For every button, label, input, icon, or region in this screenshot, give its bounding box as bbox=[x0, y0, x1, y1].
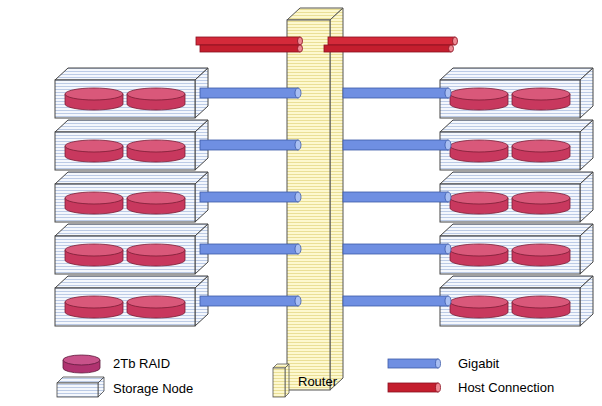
legend-icons bbox=[57, 355, 441, 397]
legend-label: Router bbox=[298, 374, 337, 390]
gigabit-icon bbox=[388, 359, 441, 368]
storage-node-icon bbox=[57, 377, 104, 397]
storage-node bbox=[55, 276, 208, 326]
legend-label: 2Tb RAID bbox=[113, 356, 170, 372]
storage-node bbox=[440, 120, 593, 170]
gigabit-links bbox=[200, 88, 451, 306]
legend-label: Gigabit bbox=[458, 356, 499, 372]
legend-label: Host Connection bbox=[458, 380, 554, 396]
router bbox=[287, 8, 343, 390]
storage-node bbox=[55, 224, 208, 274]
storage-node bbox=[55, 120, 208, 170]
storage-nodes bbox=[55, 68, 593, 326]
host-connections bbox=[196, 37, 458, 52]
storage-node bbox=[440, 276, 593, 326]
raid-icon bbox=[63, 355, 100, 373]
storage-node bbox=[440, 224, 593, 274]
storage-node bbox=[440, 172, 593, 222]
storage-node bbox=[55, 172, 208, 222]
storage-node bbox=[440, 68, 593, 118]
legend-label: Storage Node bbox=[113, 381, 193, 397]
storage-node bbox=[55, 68, 208, 118]
router-icon bbox=[273, 364, 289, 397]
host-connection-icon bbox=[388, 383, 441, 392]
